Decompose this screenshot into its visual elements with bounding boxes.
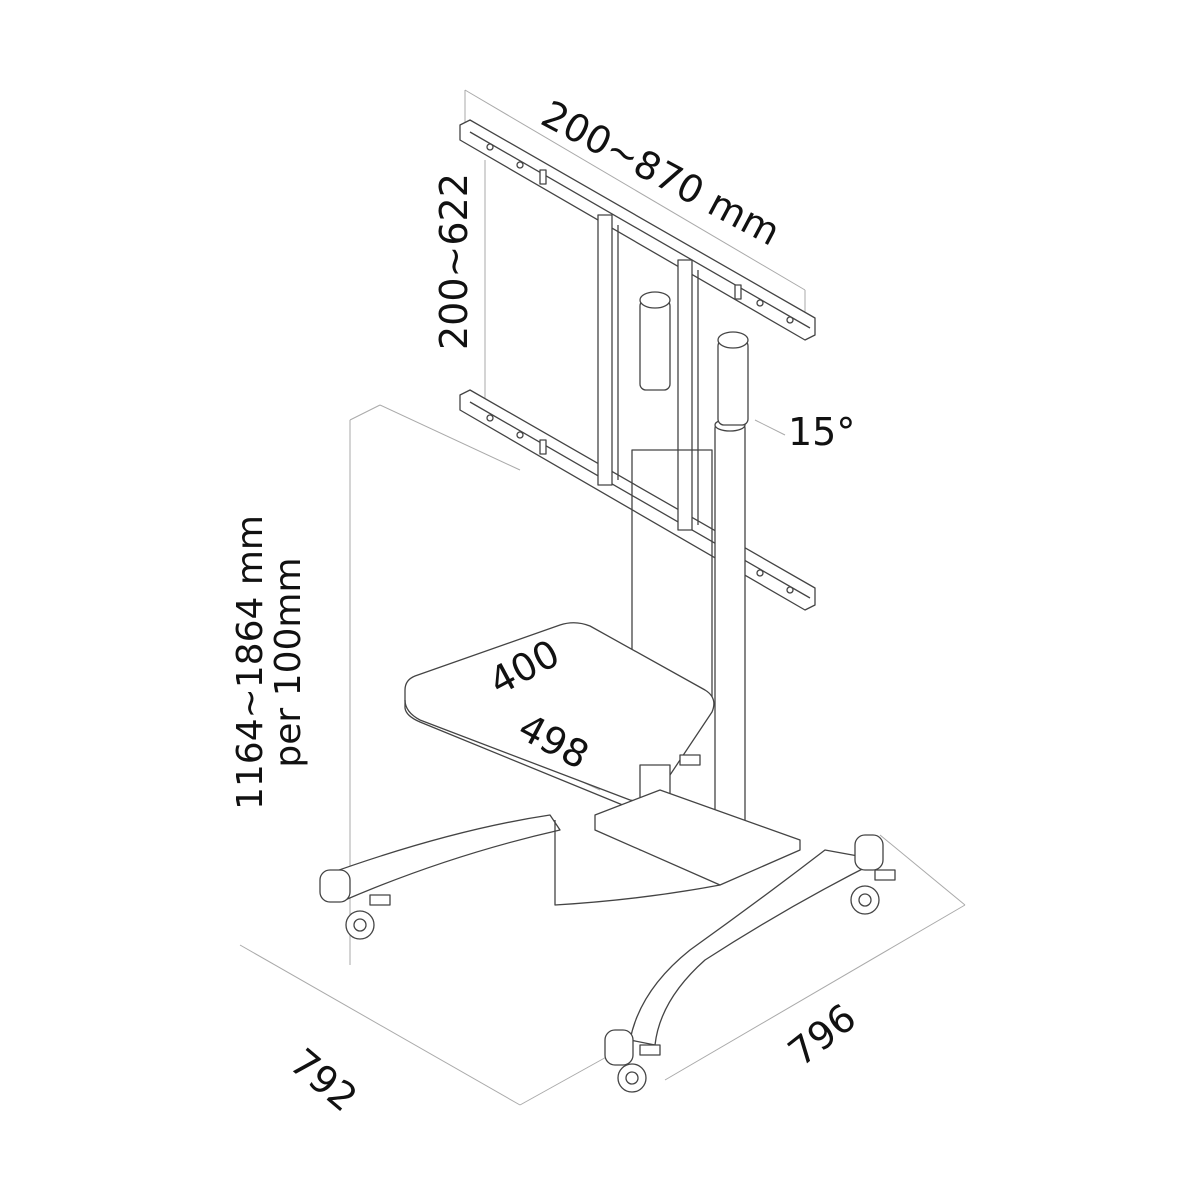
- tilt-brackets: [639, 291, 749, 426]
- vesa-height-label: 200~622: [432, 173, 476, 350]
- height-range-value: 1164~1864 mm: [230, 515, 271, 810]
- top-vesa-rail: [459, 119, 816, 341]
- vertical-arms: [597, 214, 699, 531]
- base-plate: [594, 789, 801, 886]
- tilt-angle-label: 15°: [788, 410, 856, 454]
- height-step-value: per 100mm: [268, 557, 309, 768]
- base-legs: [319, 814, 884, 1066]
- casters: [345, 754, 896, 1093]
- height-range-label: 1164~1864 mm per 100mm: [230, 515, 309, 810]
